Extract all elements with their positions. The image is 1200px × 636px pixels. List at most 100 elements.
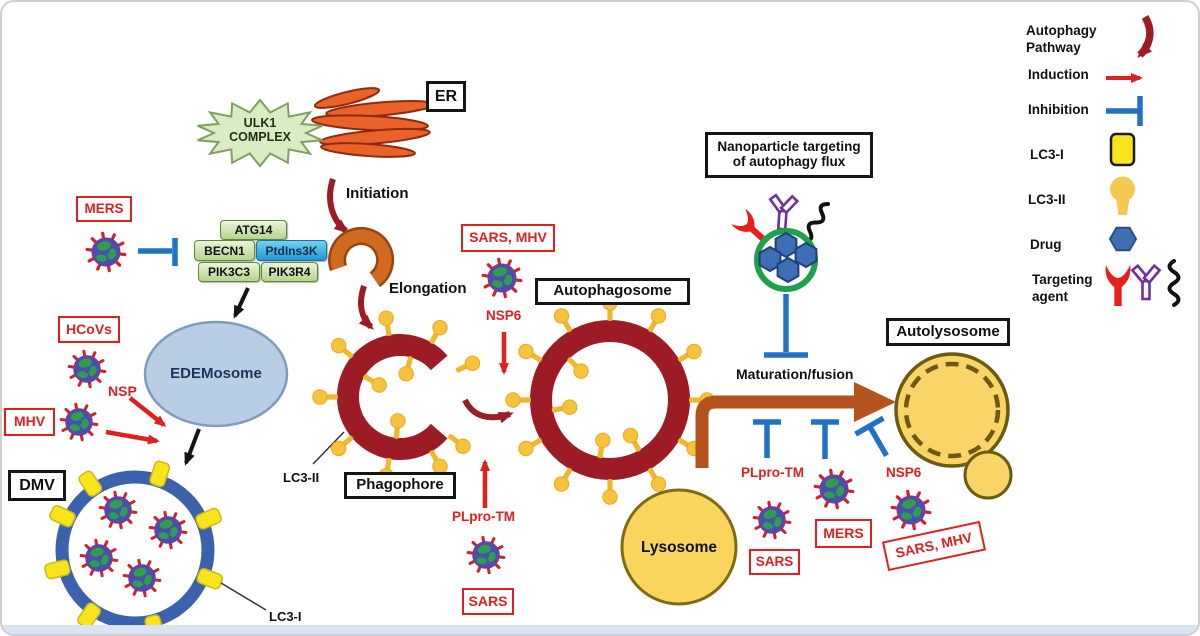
- autolysosome-body: [894, 352, 1010, 468]
- ulk1-line2: COMPLEX: [229, 129, 291, 144]
- nanoparticle-label-box: Nanoparticle targeting of autophagy flux: [705, 132, 873, 178]
- autophagy-pathway-icon: [1137, 15, 1154, 58]
- complex-to-edemosome-arrow: [233, 287, 250, 319]
- initiation-arrow: [327, 178, 350, 234]
- drug-hexagons: [758, 231, 818, 284]
- elongation-arrow: [357, 285, 374, 330]
- nanoparticle-inhibition-tbar: [764, 294, 808, 358]
- phagophore-membrane: [336, 334, 448, 460]
- mers-inhibition-tbar: [138, 238, 178, 266]
- autophagosome-membrane: [530, 320, 690, 480]
- virus-icon: [813, 468, 855, 510]
- legend-inhibition: Inhibition: [1028, 102, 1089, 117]
- plpro-bottom-label: PLpro-TM: [741, 465, 804, 480]
- polymer-squiggle-icon: [1167, 259, 1181, 307]
- sars-bottom-box: SARS: [749, 549, 800, 575]
- lc3ii-lollipop: [396, 354, 419, 384]
- nanoparticle: [731, 193, 834, 292]
- legend-autophagy-line2: Pathway: [1026, 40, 1081, 55]
- maturation-label: Maturation/fusion: [736, 366, 854, 382]
- virus-icon: [481, 257, 523, 299]
- nanoparticle-label-line2: of autophagy flux: [732, 154, 846, 169]
- autophagosome-label-box: Autophagosome: [535, 278, 690, 305]
- lysosome-label: Lysosome: [640, 539, 718, 556]
- nsp6-bottom-label: NSP6: [886, 465, 922, 480]
- mers-bottom-box: MERS: [815, 519, 872, 548]
- virus-icon: [85, 231, 127, 273]
- nsp-label: NSP: [108, 383, 137, 399]
- plpro-inhibition-tbar: [753, 419, 781, 458]
- phagophore-seed-crescent-fill: [330, 229, 392, 286]
- edemosome-to-dmv-arrow: [184, 428, 201, 466]
- ptdins3k-block: PtdIns3K: [256, 240, 327, 261]
- nsp-induction-arrow: [128, 396, 167, 427]
- hcovs-box: HCoVs: [58, 316, 120, 343]
- nanoparticle-label-line1: Nanoparticle targeting: [717, 139, 861, 155]
- elongation-label: Elongation: [389, 280, 467, 297]
- ulk1-starburst: [197, 98, 323, 168]
- autolysosome-vesicle: [963, 450, 1013, 500]
- legend-targeting-line1: Targeting: [1032, 272, 1093, 287]
- nsp6-inhibition-tbar: [854, 415, 889, 457]
- atg14-block: ATG14: [220, 220, 287, 240]
- plpro-mid-label: PLpro-TM: [452, 509, 515, 524]
- legend-targeting-line2: agent: [1032, 289, 1069, 304]
- nsp6-mid-label: NSP6: [486, 308, 522, 323]
- autolysosome-label-box: Autolysosome: [886, 318, 1010, 346]
- legend-drug: Drug: [1030, 237, 1062, 252]
- mers-inhibition-tbar-2: [811, 419, 839, 459]
- ulk1-complex-label: ULK1 COMPLEX: [210, 116, 310, 145]
- legend-lc3ii: LC3-II: [1028, 192, 1066, 207]
- er-membranes: [311, 87, 435, 158]
- lysosome-body: [620, 488, 738, 606]
- lc3ii-lollipop: [452, 353, 483, 378]
- virus-icon: [59, 402, 99, 442]
- targeting-y-icon: [1105, 265, 1131, 306]
- pik3c3-block: PIK3C3: [198, 262, 260, 282]
- phagophore-to-autophagosome-arrow: [462, 398, 514, 424]
- ulk1-line1: ULK1: [243, 116, 277, 130]
- antibody-icon: [766, 193, 799, 232]
- edemosome-label: EDEMosome: [170, 365, 262, 382]
- lc3i-icon: [1109, 132, 1136, 167]
- lc3i-label: LC3-I: [269, 609, 302, 624]
- lc3ii-pointer-line: [312, 431, 345, 465]
- inhibition-tbar-icon: [1106, 96, 1143, 126]
- drug-icon: [1108, 226, 1138, 252]
- mhv-induction-arrow: [105, 429, 160, 445]
- virus-icon: [466, 535, 506, 575]
- lc3ii-lollipop: [602, 478, 618, 505]
- mhv-box: MHV: [4, 408, 55, 436]
- virus-icon: [890, 489, 932, 531]
- sars-mid-box: SARS: [462, 588, 514, 615]
- legend-icons: [1105, 15, 1181, 307]
- lc3ii-icon: [1110, 176, 1135, 215]
- dmv-label-box: DMV: [8, 470, 66, 501]
- initiation-label: Initiation: [346, 185, 409, 202]
- lc3ii-lollipop: [312, 389, 339, 405]
- dmv-membrane: [55, 470, 215, 630]
- maturation-arrowhead: [854, 382, 896, 422]
- lc3ii-lollipop: [505, 392, 532, 408]
- lc3ii-lollipop: [443, 429, 474, 457]
- lc3i-pointer-line: [220, 582, 267, 611]
- phagophore-label-box: Phagophore: [344, 472, 456, 499]
- bottom-edge-strip: [2, 625, 1198, 634]
- antibody-icon: [1131, 264, 1161, 301]
- sars-mhv-mid-box: SARS, MHV: [461, 224, 555, 252]
- virus-icon: [67, 349, 107, 389]
- er-label-box: ER: [426, 81, 466, 112]
- autolysosome-inner-membrane: [903, 361, 1001, 459]
- virus-icon: [752, 500, 792, 540]
- maturation-arrow: [695, 395, 855, 468]
- becn1-block: BECN1: [194, 240, 255, 261]
- legend-induction: Induction: [1028, 67, 1089, 82]
- lc3ii-lollipop: [377, 309, 397, 338]
- edemosome-body: [143, 320, 289, 428]
- legend-lc3i: LC3-I: [1030, 147, 1064, 162]
- lc3ii-lollipop: [388, 412, 407, 440]
- mers-left-box: MERS: [76, 196, 132, 222]
- pik3r4-block: PIK3R4: [261, 262, 318, 282]
